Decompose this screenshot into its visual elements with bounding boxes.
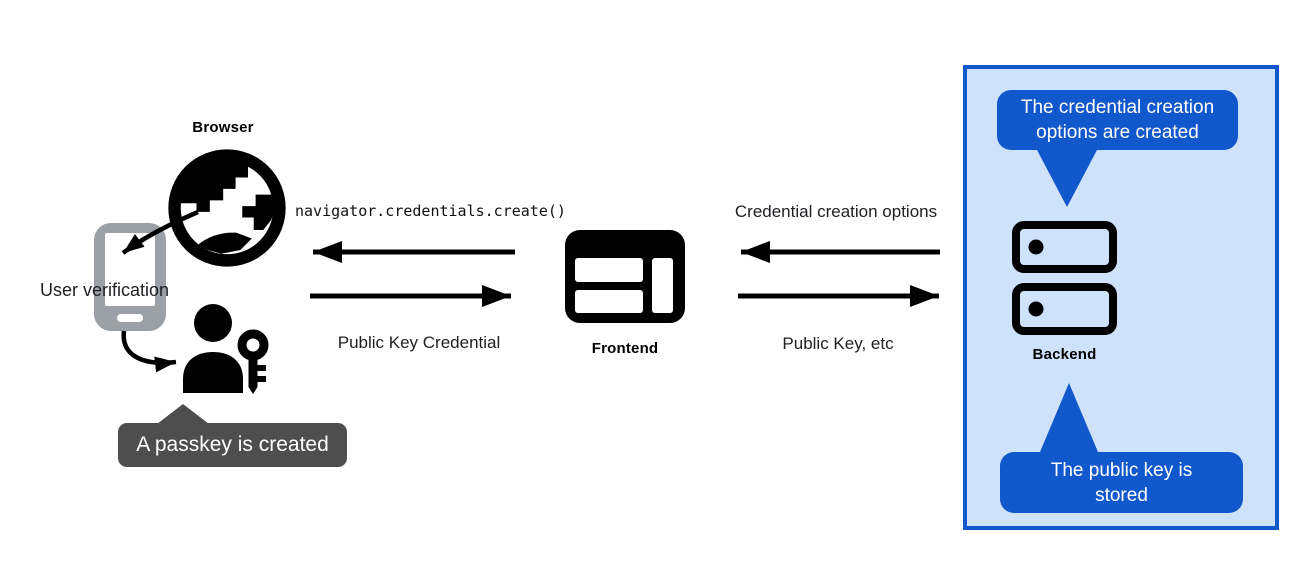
person-key-icon [183, 304, 269, 394]
frontend-label: Frontend [591, 340, 659, 357]
backend-panel: The credential creation options are crea… [963, 65, 1279, 530]
server-icon [1012, 221, 1117, 335]
public-key-etc-label: Public Key, etc [782, 334, 894, 353]
credential-options-created-bubble: The credential creation options are crea… [997, 90, 1238, 150]
public-key-stored-bubble-pointer [1040, 383, 1098, 452]
user-verification-label: User verification [40, 280, 170, 300]
phone-icon [94, 223, 166, 331]
public-key-stored-bubble: The public key is stored [1000, 452, 1243, 513]
public-key-credential-label: Public Key Credential [337, 333, 501, 352]
credential-options-created-bubble-pointer [1037, 150, 1097, 207]
globe-icon [168, 149, 286, 267]
create-call-label: navigator.credentials.create() [295, 202, 566, 220]
passkey-tooltip-text: A passkey is created [136, 433, 329, 456]
passkey-tooltip-pointer [157, 404, 209, 424]
arrow-phone-to-person [121, 330, 177, 373]
backend-label: Backend [1032, 346, 1097, 363]
frontend-window-icon [565, 230, 685, 323]
browser-label: Browser [192, 119, 254, 136]
credential-creation-options-label: Credential creation options [734, 202, 938, 221]
passkey-tooltip: A passkey is created [118, 404, 347, 467]
